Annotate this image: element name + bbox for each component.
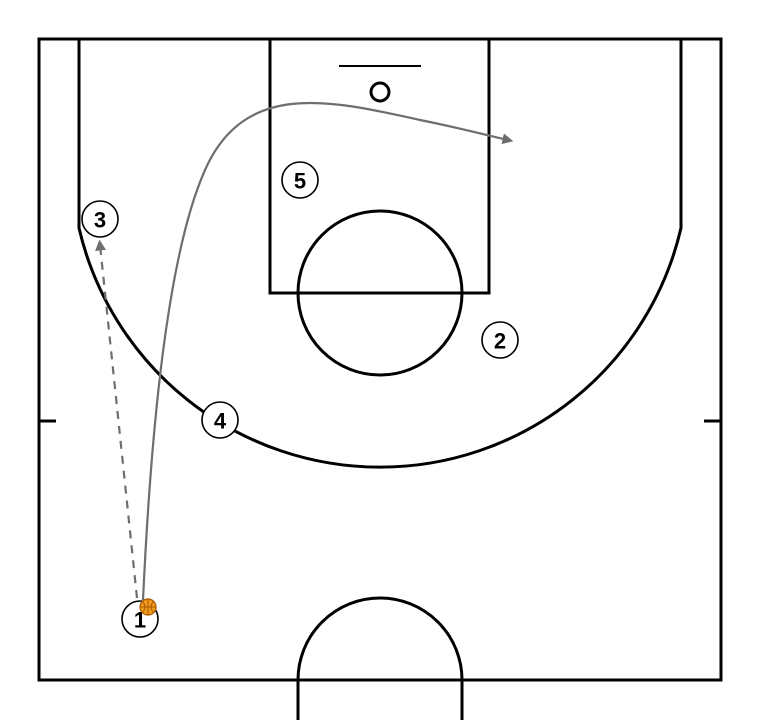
- center-circle: [296, 596, 464, 720]
- free-throw-circle: [296, 209, 464, 377]
- free-throw-lane: [268, 37, 491, 295]
- player-4-label: 4: [214, 409, 227, 434]
- player-5: 5: [281, 161, 319, 199]
- player-2: 2: [481, 321, 519, 359]
- players: 1 2 3 4 5: [81, 161, 519, 638]
- player-2-label: 2: [494, 329, 506, 354]
- player-4: 4: [201, 401, 239, 439]
- three-point-line: [77, 39, 683, 469]
- player-3-marker: [81, 200, 119, 238]
- player-4-marker: [201, 401, 239, 439]
- player-2-marker: [481, 321, 519, 359]
- play-actions: [95, 101, 514, 601]
- player-5-label: 5: [294, 169, 306, 194]
- rim: [369, 81, 391, 103]
- pass-arrow-1-to-3: [95, 239, 139, 599]
- player-3-label: 3: [94, 208, 106, 233]
- player-5-marker: [281, 161, 319, 199]
- basketball-icon: [139, 598, 157, 616]
- court-lines: [37, 37, 723, 720]
- player-3: 3: [81, 200, 119, 238]
- court-boundary: [37, 37, 723, 682]
- cut-arrow-player-1: [141, 101, 514, 601]
